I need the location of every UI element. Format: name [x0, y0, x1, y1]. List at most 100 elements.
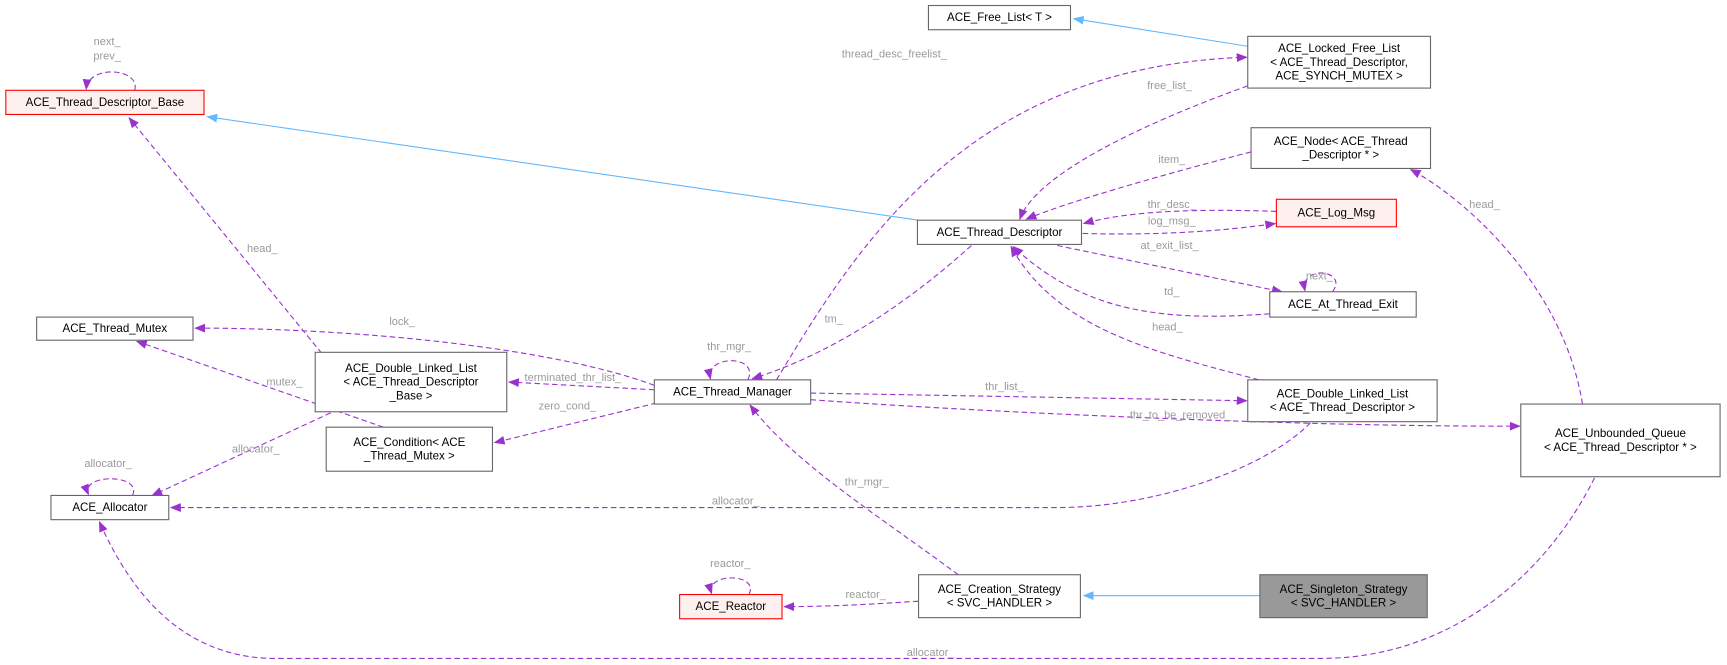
edge-base-head	[128, 116, 323, 354]
node-label: ACE_Thread_Descriptor	[937, 227, 1063, 239]
edge-label: log_msg_	[1148, 216, 1197, 228]
node-box	[1250, 127, 1432, 170]
edges	[80, 15, 1596, 659]
edge-zero-cond	[493, 402, 657, 445]
node-label: < SVC_HANDLER >	[1291, 598, 1397, 610]
class-node-reactor[interactable]: ACE_Reactor	[679, 593, 783, 620]
edge-to-remove	[810, 399, 1521, 431]
edge-q-alloc	[98, 477, 1596, 659]
class-node-singleton-strategy[interactable]: ACE_Singleton_Strategy < SVC_HANDLER >	[1259, 574, 1428, 619]
node-label: < ACE_Thread_Descriptor,	[1270, 57, 1408, 69]
edge-free-list	[1019, 85, 1248, 221]
node-box	[36, 316, 194, 341]
node-label: ACE_Double_Linked_List	[345, 363, 477, 375]
edge-label: free_list_	[1147, 80, 1193, 92]
edge-label: tm_	[825, 314, 844, 326]
class-node-free-list[interactable]: ACE_Free_List< T >	[927, 4, 1072, 31]
edge-label: allocator_	[232, 444, 281, 456]
class-node-td-base[interactable]: ACE_Thread_Descriptor_Base	[5, 89, 205, 116]
class-node-thread-descriptor[interactable]: ACE_Thread_Descriptor	[916, 219, 1083, 245]
node-label: < SVC_HANDLER >	[947, 598, 1053, 610]
node-label: < ACE_Thread_Descriptor * >	[1544, 442, 1697, 454]
node-label: ACE_Allocator	[72, 502, 147, 514]
class-node-unbounded-queue[interactable]: ACE_Unbounded_Queue< ACE_Thread_Descript…	[1520, 403, 1721, 478]
class-node-log-msg[interactable]: ACE_Log_Msg	[1275, 198, 1397, 228]
edge-label: thr_to_be_removed_	[1130, 409, 1232, 421]
edge-label: next_	[94, 36, 122, 48]
edge-label: head_	[1152, 321, 1183, 333]
node-label: _Base >	[389, 390, 433, 402]
edge-thr-desc	[1082, 209, 1277, 226]
node-box	[1520, 403, 1721, 478]
edge-dll-head	[1010, 245, 1259, 381]
edge-label: next_	[1306, 271, 1334, 283]
edge-dll-alloc	[169, 422, 1311, 512]
node-label: ACE_Creation_Strategy	[938, 584, 1061, 596]
node-box	[927, 4, 1072, 31]
node-box	[1247, 35, 1432, 89]
edge-thr-list	[810, 392, 1248, 405]
node-box	[917, 574, 1081, 619]
edge-label: zero_cond_	[539, 401, 597, 413]
class-node-condition[interactable]: ACE_Condition< ACE_Thread_Mutex >	[325, 426, 494, 472]
node-box	[50, 494, 170, 521]
edge-lock	[194, 323, 655, 386]
edge-freelist	[776, 53, 1248, 381]
edge-inherit-locked-free-list	[1072, 15, 1248, 47]
node-box	[314, 351, 508, 413]
class-node-at-thread-exit[interactable]: ACE_At_Thread_Exit	[1269, 291, 1417, 318]
edge-td	[1012, 245, 1270, 317]
node-label: _Descriptor * >	[1301, 150, 1379, 162]
node-label: ACE_Thread_Manager	[673, 387, 792, 399]
edge-label: terminated_thr_list_	[525, 372, 622, 384]
class-node-thread-mutex[interactable]: ACE_Thread_Mutex	[36, 316, 194, 341]
node-box	[916, 219, 1083, 245]
edge-label: mutex_	[266, 376, 303, 388]
node-label: ACE_Node< ACE_Thread	[1274, 136, 1408, 148]
edge-item	[1025, 151, 1252, 220]
node-box	[1269, 291, 1417, 318]
node-box	[1247, 379, 1438, 423]
class-node-dll-td[interactable]: ACE_Double_Linked_List < ACE_Thread_Descr…	[1247, 379, 1438, 423]
edge-label: reactor_	[710, 558, 751, 570]
node-label: ACE_Thread_Descriptor_Base	[26, 97, 185, 109]
edge-label: lock_	[389, 316, 416, 328]
class-node-locked-free-list[interactable]: ACE_Locked_Free_List< ACE_Thread_Descrip…	[1247, 35, 1432, 89]
node-box	[679, 593, 783, 620]
edge-inherit-thread-descriptor	[206, 113, 919, 221]
node-label: ACE_At_Thread_Exit	[1288, 299, 1399, 311]
edge-tm	[751, 245, 972, 380]
edge-reactor	[783, 600, 919, 612]
edge-reactor-self	[704, 577, 751, 595]
edge-label: reactor_	[846, 589, 887, 601]
edge-label: head_	[1469, 199, 1500, 211]
node-label: < ACE_Thread_Descriptor >	[1270, 402, 1415, 414]
edge-label: allocator_	[84, 458, 133, 470]
node-label: ACE_Condition< ACE	[353, 437, 465, 449]
edge-base-self	[82, 71, 136, 91]
node-label: ACE_Free_List< T >	[947, 12, 1052, 24]
edge-label: allocator_	[907, 647, 956, 659]
class-node-dll-base[interactable]: ACE_Double_Linked_List< ACE_Thread_Descr…	[314, 351, 508, 413]
edge-q-head	[1409, 169, 1583, 405]
class-node-creation-strategy[interactable]: ACE_Creation_Strategy < SVC_HANDLER >	[917, 574, 1081, 619]
edge-ate-self	[1298, 272, 1337, 293]
class-node-node[interactable]: ACE_Node< ACE_Thread _Descriptor * >	[1250, 127, 1432, 170]
edge-dllb-alloc	[151, 412, 331, 496]
edge-label: thr_list_	[985, 381, 1024, 393]
node-box	[1275, 198, 1397, 228]
edge-label: head_	[247, 243, 278, 255]
edge-label: thread_desc_freelist_	[842, 48, 948, 60]
class-node-thread-manager[interactable]: ACE_Thread_Manager	[653, 379, 812, 405]
edge-label: thr_desc_	[1148, 199, 1197, 211]
edge-label: thr_mgr_	[707, 341, 752, 353]
node-box	[5, 89, 205, 116]
class-node-allocator[interactable]: ACE_Allocator	[50, 494, 170, 521]
node-label: ACE_Double_Linked_List	[1277, 388, 1409, 400]
node-label: ACE_SYNCH_MUTEX >	[1275, 71, 1403, 83]
node-box	[1259, 574, 1428, 619]
edge-label: thr_mgr_	[845, 477, 890, 489]
node-box	[653, 379, 812, 405]
node-label: ACE_Singleton_Strategy	[1280, 584, 1408, 596]
